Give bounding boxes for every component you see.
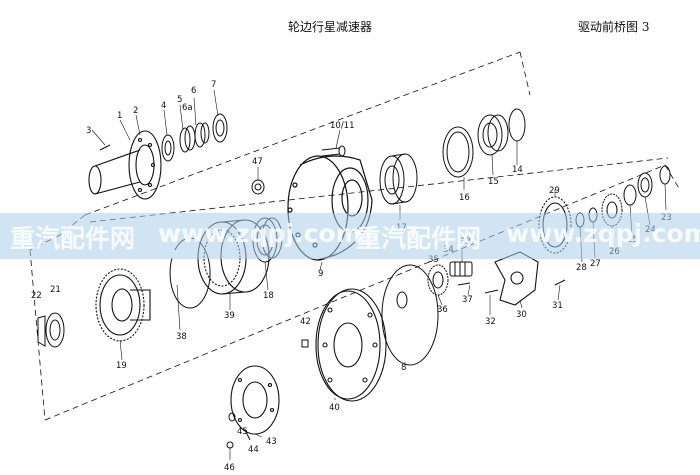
label-part-4: 4 — [161, 101, 166, 111]
label-part-35: 35 — [428, 255, 439, 265]
label-part-43: 43 — [266, 437, 277, 447]
washer-36 — [396, 291, 408, 309]
o-ring-8 — [381, 264, 439, 366]
brake-disc-40 — [315, 288, 387, 402]
label-part-10-11: 10/11 — [330, 121, 355, 131]
watermark-url-left: www.zqpj.com — [158, 219, 362, 248]
washer-21 — [45, 312, 65, 348]
ring-16 — [442, 126, 474, 178]
screw-44 — [244, 429, 251, 441]
label-part-36: 36 — [437, 305, 448, 315]
label-part-32: 32 — [485, 317, 496, 327]
bolt-10-11 — [321, 145, 346, 157]
washer-22 — [37, 315, 46, 347]
label-part-6a: 6a — [182, 103, 193, 113]
label-part-6: 6 — [191, 86, 196, 96]
section-title: 驱动前桥图 3 — [578, 20, 650, 34]
label-part-40: 40 — [329, 403, 340, 413]
plug-42 — [301, 339, 309, 348]
label-part-9: 9 — [318, 269, 323, 279]
bolt-31 — [554, 279, 566, 286]
watermark-brand-left: 重汽配件网 — [10, 224, 136, 253]
washer-46 — [226, 441, 234, 449]
ring-23 — [659, 165, 671, 185]
nut-24 — [637, 172, 653, 198]
label-part-37: 37 — [462, 295, 473, 305]
label-part-5: 5 — [177, 95, 182, 105]
label-part-46: 46 — [224, 463, 235, 473]
label-part-38: 38 — [176, 332, 187, 342]
ring-14 — [508, 108, 526, 142]
label-part-27: 27 — [590, 259, 601, 269]
ring-16-inner — [446, 131, 470, 173]
watermark-url-right: www.zqpj.com — [506, 219, 700, 248]
pin-32 — [484, 289, 499, 294]
spider-30 — [494, 251, 539, 306]
cover-43 — [230, 365, 280, 435]
label-part-31: 31 — [552, 301, 563, 311]
label-part-21: 21 — [50, 285, 61, 295]
watermark-brand-right: 重汽配件网 — [356, 224, 482, 253]
label-part-16: 16 — [459, 193, 470, 203]
label-part-3: 3 — [86, 126, 91, 136]
watermark-band — [0, 213, 700, 259]
label-part-39: 39 — [224, 311, 235, 321]
label-part-8: 8 — [401, 363, 406, 373]
label-part-47: 47 — [252, 157, 263, 167]
gear-19 — [95, 268, 151, 342]
label-part-14: 14 — [512, 165, 523, 175]
washer-21-inner — [49, 319, 61, 341]
wheel-hub — [88, 130, 162, 200]
label-part-1: 1 — [117, 111, 122, 121]
diagram-title: 轮边行星减速器 — [288, 20, 373, 34]
nut-47 — [251, 179, 265, 195]
planet-gear-35 — [427, 264, 449, 296]
label-part-42: 42 — [300, 317, 311, 327]
label-part-7: 7 — [211, 80, 216, 90]
label-part-19: 19 — [116, 361, 127, 371]
label-part-18: 18 — [263, 291, 274, 301]
bearing-15 — [477, 114, 509, 156]
pin-37 — [457, 282, 471, 286]
label-part-28: 28 — [576, 263, 587, 273]
label-part-2: 2 — [133, 106, 138, 116]
bearing-set-4-7 — [161, 113, 228, 162]
label-part-22: 22 — [31, 291, 42, 301]
label-part-15: 15 — [488, 177, 499, 187]
plug-45 — [228, 412, 236, 422]
label-part-45: 45 — [237, 427, 248, 437]
bearing-17 — [379, 153, 418, 205]
needle-bearing-34 — [449, 261, 473, 277]
leader-lines — [91, 89, 667, 460]
ring-25 — [623, 184, 637, 206]
label-part-29: 29 — [549, 186, 560, 196]
label-part-44: 44 — [248, 445, 259, 455]
label-part-30: 30 — [516, 310, 527, 320]
